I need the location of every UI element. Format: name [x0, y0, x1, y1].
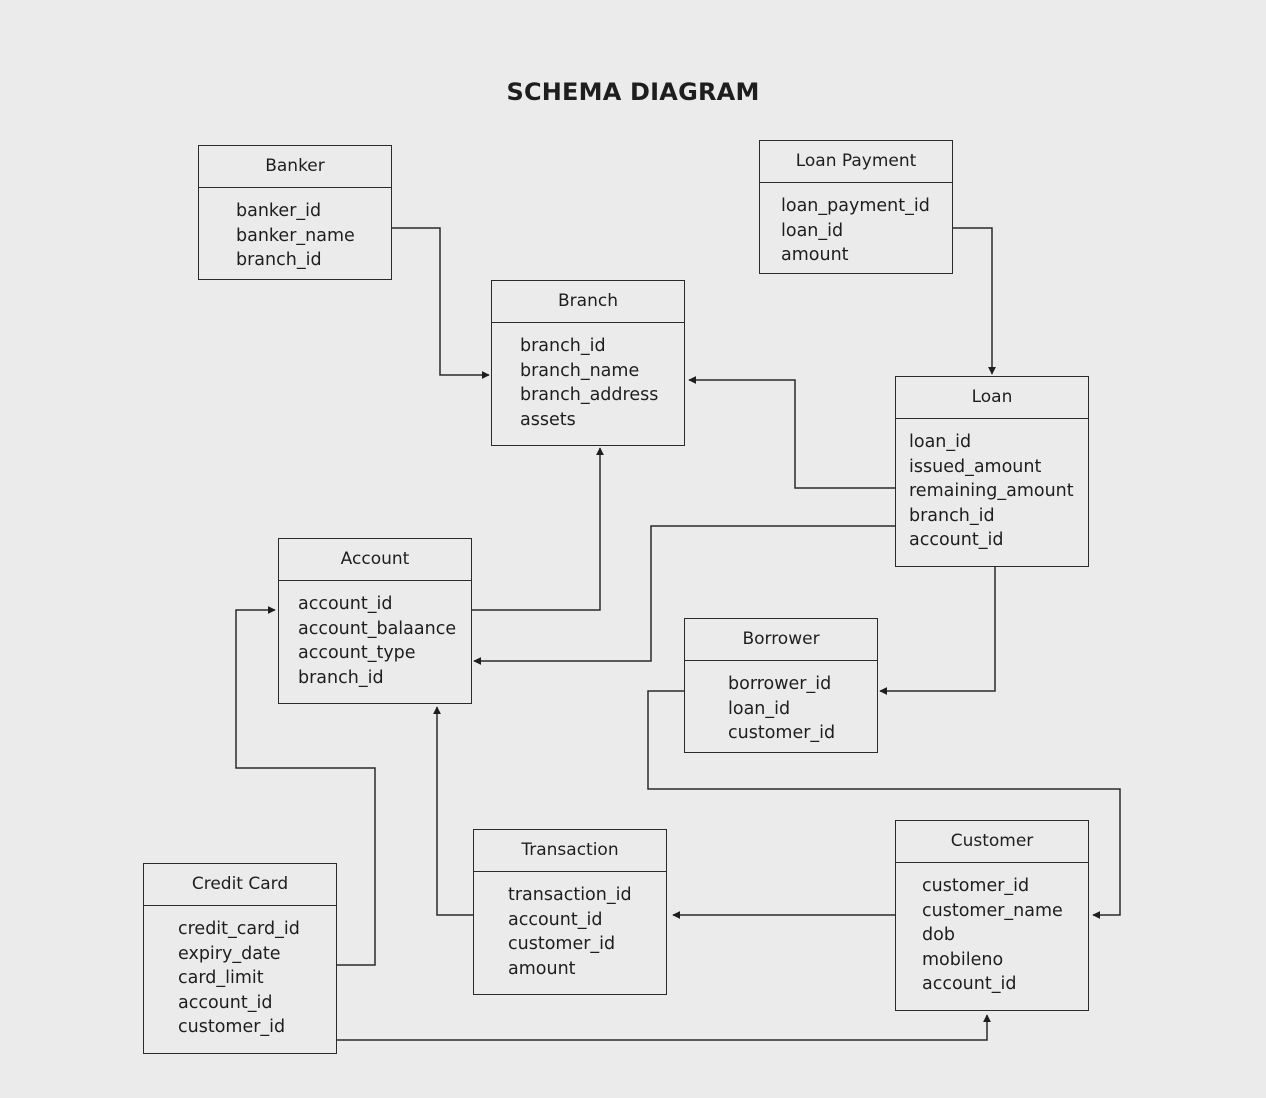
link-loan-account	[473, 525, 896, 665]
entity-borrower: Borrower borrower_id loan_id customer_id	[684, 618, 878, 753]
field: account_id	[508, 909, 603, 930]
field: account_type	[298, 643, 416, 663]
link-creditcard-account	[235, 606, 376, 966]
field: mobileno	[922, 949, 1004, 970]
field: account_id	[909, 530, 1004, 550]
field: banker_name	[236, 225, 355, 246]
field: branch_name	[520, 360, 640, 381]
field: amount	[781, 245, 849, 265]
field: branch_id	[236, 250, 322, 270]
field: customer_id	[508, 934, 616, 954]
entity-branch: Branch branch_id branch_name branch_addr…	[491, 280, 685, 446]
field: account_id	[178, 992, 273, 1013]
link-loanpayment-loan	[953, 227, 996, 375]
field: customer_id	[178, 1017, 286, 1037]
field: account_id	[298, 594, 393, 614]
field: branch_id	[298, 667, 384, 688]
entity-title: Customer	[896, 821, 1088, 863]
entity-title: Branch	[492, 281, 684, 323]
link-banker-branch	[391, 227, 490, 379]
field: remaining_amount	[909, 481, 1074, 501]
entity-transaction: Transaction transaction_id account_id cu…	[473, 829, 667, 995]
field: branch_id	[520, 336, 606, 356]
field: transaction_id	[508, 885, 632, 905]
entity-loan-payment: Loan Payment loan_payment_id loan_id amo…	[759, 140, 953, 274]
entity-title: Credit Card	[144, 864, 336, 906]
link-borrower-customer	[647, 690, 1121, 919]
link-loan-borrower	[879, 566, 996, 695]
entity-title: Borrower	[685, 619, 877, 661]
link-loan-branch	[688, 376, 896, 489]
entity-title: Loan Payment	[760, 141, 952, 183]
entity-customer: Customer customer_id customer_name dob m…	[895, 820, 1089, 1011]
field: loan_payment_id	[781, 196, 930, 216]
field: issued_amount	[909, 456, 1042, 477]
field: loan_id	[781, 220, 844, 241]
entity-title: Loan	[896, 377, 1088, 419]
link-account-branch	[472, 447, 604, 611]
diagram-title: SCHEMA DIAGRAM	[506, 78, 760, 106]
entity-title: Transaction	[474, 830, 666, 872]
field: loan_id	[909, 432, 972, 452]
entity-loan: Loan loan_id issued_amount remaining_amo…	[895, 376, 1089, 567]
entity-title: Banker	[199, 146, 391, 188]
field: account_id	[922, 974, 1017, 994]
field: credit_card_id	[178, 919, 300, 939]
field: customer_id	[922, 876, 1030, 896]
field: loan_id	[728, 698, 791, 719]
field: branch_address	[520, 385, 659, 405]
entity-banker: Banker banker_id banker_name branch_id	[198, 145, 392, 280]
entity-credit-card: Credit Card credit_card_id expiry_date c…	[143, 863, 337, 1054]
field: dob	[922, 925, 955, 945]
field: banker_id	[236, 201, 322, 221]
field: assets	[520, 409, 576, 430]
field: amount	[508, 958, 576, 979]
entity-account: Account account_id account_balaance acco…	[278, 538, 472, 704]
field: expiry_date	[178, 943, 281, 964]
link-creditcard-customer	[337, 1014, 991, 1041]
field: card_limit	[178, 968, 264, 988]
field: customer_name	[922, 900, 1063, 921]
link-transaction-account	[433, 706, 474, 916]
field: customer_id	[728, 723, 836, 743]
field: account_balaance	[298, 618, 457, 639]
entity-title: Account	[279, 539, 471, 581]
field: branch_id	[909, 505, 995, 526]
field: borrower_id	[728, 674, 832, 694]
